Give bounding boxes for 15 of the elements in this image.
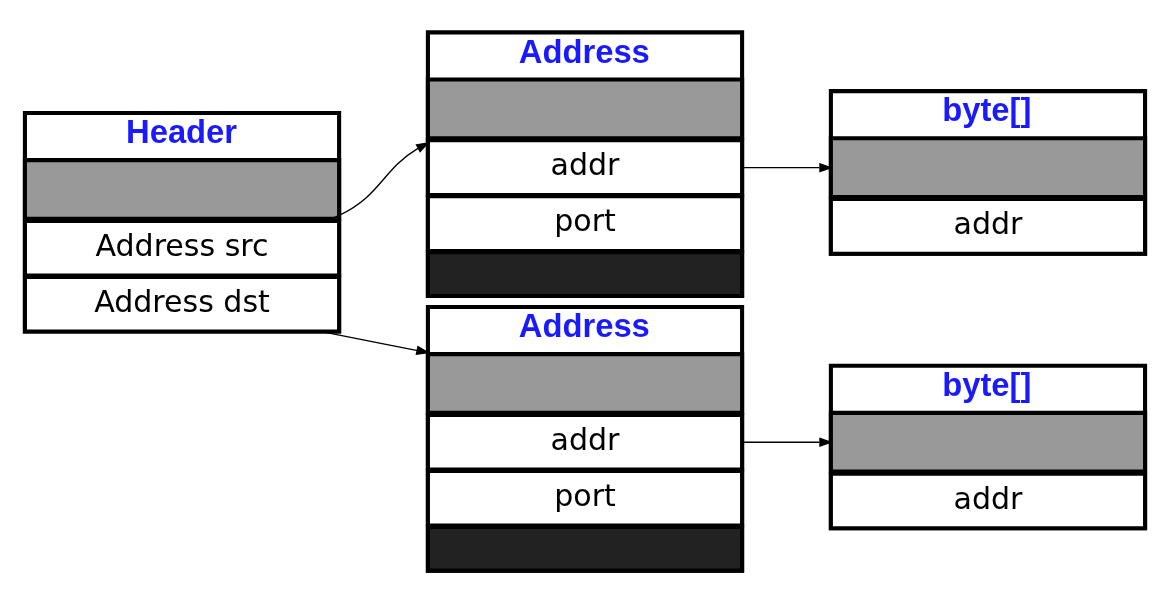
node-box: port: [425, 193, 745, 253]
node-bar: [828, 135, 1148, 199]
node-box: addr: [425, 137, 745, 197]
node-bar: [425, 76, 745, 140]
node-bar: [425, 351, 745, 415]
node-box: Address dst: [22, 274, 342, 334]
node-box: addr: [828, 196, 1148, 256]
node-bar: [22, 157, 342, 221]
node-box: Address src: [22, 218, 342, 278]
node-box: addr: [425, 412, 745, 472]
node-box: [425, 524, 745, 573]
node-bar: [828, 410, 1148, 474]
node-box: port: [425, 468, 745, 528]
node-box: addr: [828, 471, 1148, 530]
node-box: [425, 249, 745, 298]
